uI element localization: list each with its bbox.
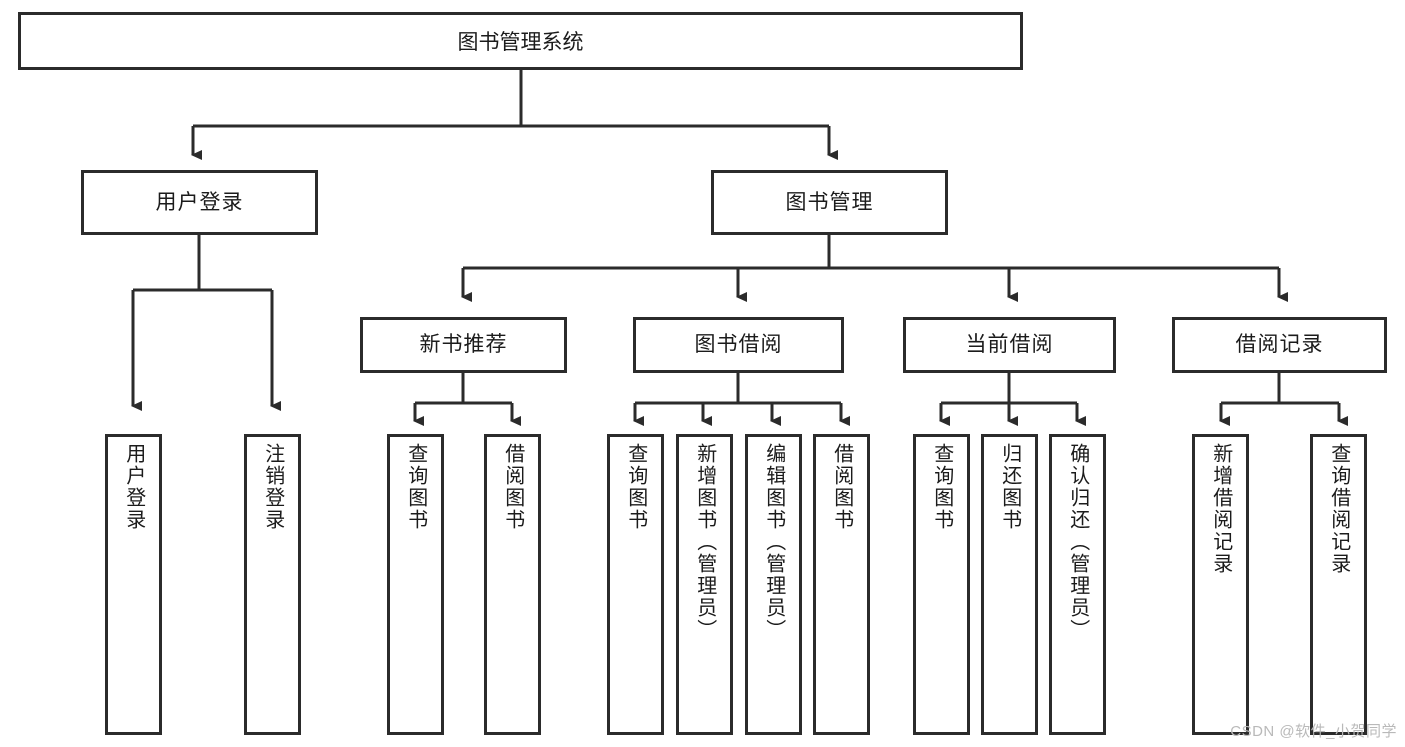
node-user-login-label: 用户登录 [155,190,244,214]
leaf-borrow-book-newbook[interactable]: 借阅图书 [484,434,541,735]
leaf-query-borrow-record-label: 查询借阅记录 [1327,443,1350,575]
leaf-logout-label: 注销登录 [261,443,284,531]
csdn-watermark: CSDN @软件_小贺同学 [1230,723,1397,740]
leaf-return-book[interactable]: 归还图书 [981,434,1038,735]
leaf-add-borrow-record[interactable]: 新增借阅记录 [1192,434,1249,735]
node-root[interactable]: 图书管理系统 [18,12,1023,70]
node-borrow-record[interactable]: 借阅记录 [1172,317,1387,373]
leaf-query-book-borrow[interactable]: 查询图书 [607,434,664,735]
leaf-user-login-label: 用户登录 [122,443,145,531]
leaf-return-book-label: 归还图书 [998,443,1021,531]
node-root-label: 图书管理系统 [457,31,584,54]
node-new-book-recommend[interactable]: 新书推荐 [360,317,567,373]
leaf-query-book-newbook-label: 查询图书 [404,443,427,531]
node-borrow-record-label: 借阅记录 [1235,333,1324,357]
leaf-confirm-return-admin-label: 确认归还（管理员） [1066,443,1089,641]
leaf-add-borrow-record-label: 新增借阅记录 [1209,443,1232,575]
node-book-management-label: 图书管理 [785,190,874,214]
leaf-add-book-admin[interactable]: 新增图书（管理员） [676,434,733,735]
leaf-query-book-current-label: 查询图书 [930,443,953,531]
leaf-borrow-book[interactable]: 借阅图书 [813,434,870,735]
node-user-login[interactable]: 用户登录 [81,170,318,235]
leaf-user-login[interactable]: 用户登录 [105,434,162,735]
node-book-management[interactable]: 图书管理 [711,170,948,235]
node-current-borrow-label: 当前借阅 [965,333,1054,357]
leaf-borrow-book-newbook-label: 借阅图书 [501,443,524,531]
leaf-query-book-newbook[interactable]: 查询图书 [387,434,444,735]
leaf-query-book-current[interactable]: 查询图书 [913,434,970,735]
leaf-edit-book-admin[interactable]: 编辑图书（管理员） [745,434,802,735]
leaf-query-book-borrow-label: 查询图书 [624,443,647,531]
node-book-borrow[interactable]: 图书借阅 [633,317,844,373]
leaf-logout[interactable]: 注销登录 [244,434,301,735]
leaf-query-borrow-record[interactable]: 查询借阅记录 [1310,434,1367,735]
leaf-borrow-book-label: 借阅图书 [830,443,853,531]
node-book-borrow-label: 图书借阅 [694,333,783,357]
leaf-confirm-return-admin[interactable]: 确认归还（管理员） [1049,434,1106,735]
leaf-edit-book-admin-label: 编辑图书（管理员） [762,443,785,641]
node-new-book-recommend-label: 新书推荐 [419,333,508,357]
node-current-borrow[interactable]: 当前借阅 [903,317,1116,373]
leaf-add-book-admin-label: 新增图书（管理员） [693,443,716,641]
